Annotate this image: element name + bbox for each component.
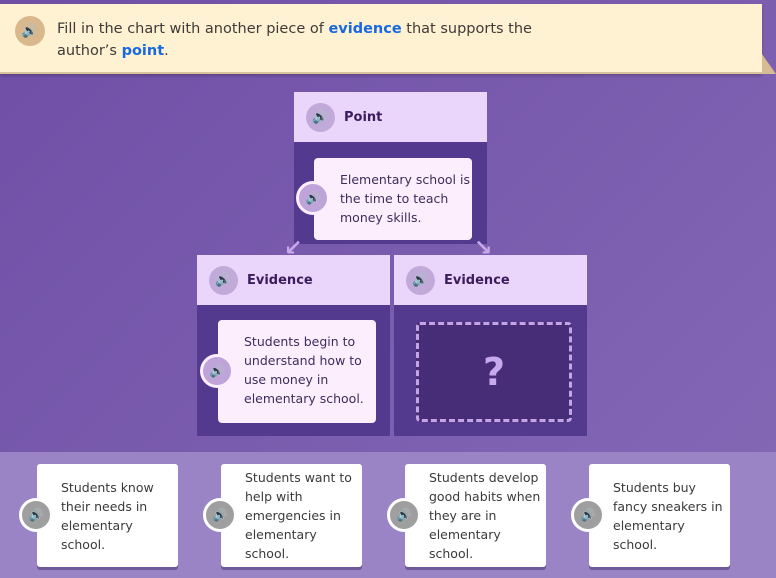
speaker-icon[interactable]: 🔊: [296, 181, 330, 215]
evidence-box-1: 🔊 Evidence 🔊 Students begin to understand…: [197, 255, 390, 436]
speaker-icon[interactable]: 🔊: [15, 16, 45, 46]
option-card[interactable]: 🔊Students know their needs in elementary…: [19, 464, 178, 567]
speaker-icon[interactable]: 🔊: [200, 354, 234, 388]
evidence-text: Students begin to understand how to use …: [244, 334, 364, 406]
option-card[interactable]: 🔊Students want to help with emergencies …: [203, 464, 362, 567]
evidence-header: 🔊 Evidence: [394, 255, 587, 305]
instruction-part: .: [164, 43, 169, 59]
option-text: Students develop good habits when they a…: [429, 470, 541, 561]
option-text: Students buy fancy sneakers in elementar…: [613, 479, 723, 552]
speaker-icon[interactable]: 🔊: [209, 265, 238, 295]
keyword-evidence: evidence: [328, 21, 402, 37]
banner-fold: [762, 54, 776, 74]
evidence-drop-slot[interactable]: ?: [416, 322, 572, 422]
option-card[interactable]: 🔊Students buy fancy sneakers in elementa…: [571, 464, 730, 567]
point-box: 🔊 Point 🔊 Elementary school is the time t…: [294, 92, 487, 244]
speaker-icon[interactable]: 🔊: [387, 498, 421, 532]
instruction-part: that supports the author’s: [57, 21, 532, 59]
question-mark: ?: [482, 350, 506, 394]
speaker-icon[interactable]: 🔊: [306, 102, 335, 132]
instruction-text: Fill in the chart with another piece of …: [57, 18, 537, 62]
arrow-down-right-icon: ↘: [474, 236, 493, 261]
speaker-icon[interactable]: 🔊: [406, 265, 435, 295]
evidence-box-2: 🔊 Evidence ?: [394, 255, 587, 436]
keyword-point: point: [121, 43, 165, 59]
option-text: Students want to help with emergencies i…: [245, 470, 352, 561]
point-label: Point: [344, 109, 383, 125]
point-header: 🔊 Point: [294, 92, 487, 142]
point-card[interactable]: 🔊 Elementary school is the time to teach…: [296, 158, 472, 240]
evidence-label: Evidence: [444, 272, 510, 288]
arrow-down-left-icon: ↙: [284, 236, 303, 261]
option-text: Students know their needs in elementary …: [61, 479, 154, 552]
instruction-banner: 🔊 Fill in the chart with another piece o…: [0, 4, 762, 74]
speaker-icon[interactable]: 🔊: [571, 498, 605, 532]
evidence-label: Evidence: [247, 272, 313, 288]
speaker-icon[interactable]: 🔊: [203, 498, 237, 532]
speaker-icon[interactable]: 🔊: [19, 498, 53, 532]
option-card[interactable]: 🔊Students develop good habits when they …: [387, 464, 546, 567]
evidence-card[interactable]: 🔊 Students begin to understand how to us…: [200, 320, 376, 423]
evidence-header: 🔊 Evidence: [197, 255, 390, 305]
instruction-part: Fill in the chart with another piece of: [57, 21, 329, 37]
point-text: Elementary school is the time to teach m…: [340, 172, 470, 225]
